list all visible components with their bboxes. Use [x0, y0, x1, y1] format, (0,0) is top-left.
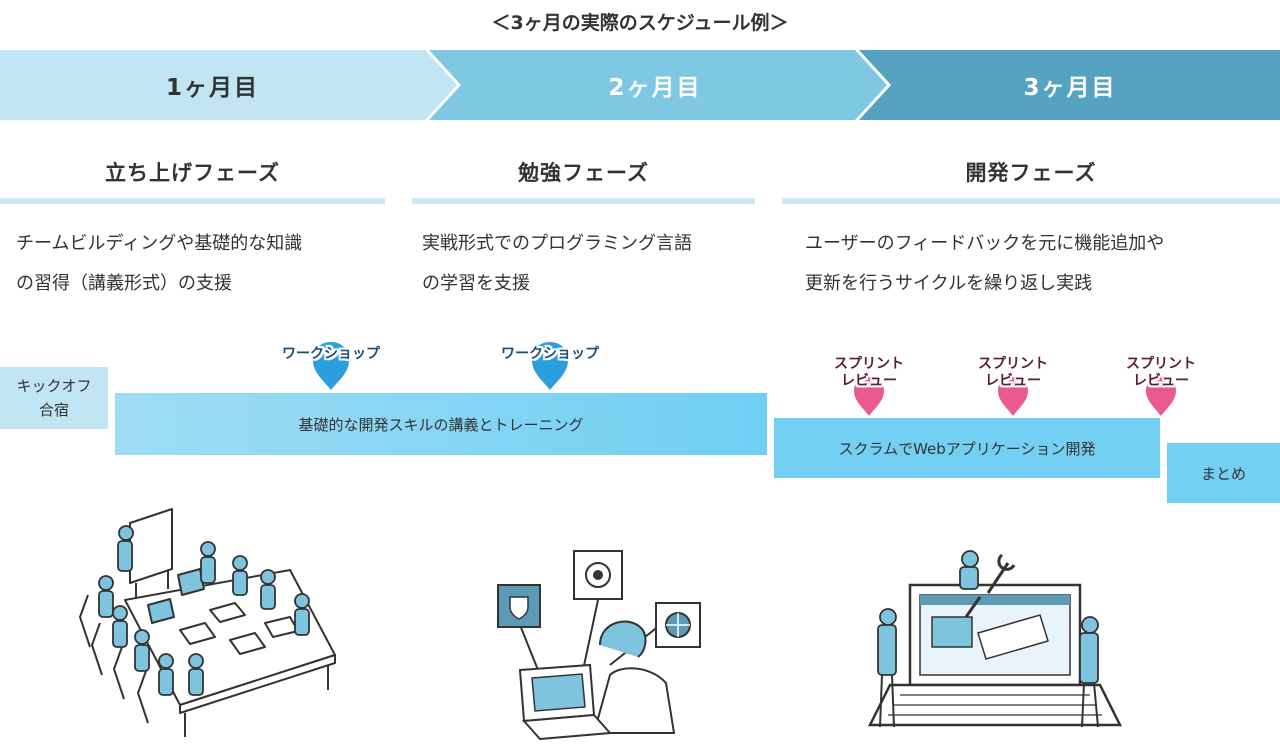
- workshop-label-1: ワークショップ: [282, 346, 380, 362]
- sprint-marker-2: [998, 376, 1028, 416]
- development-illustration: [867, 550, 1123, 728]
- phase-2-desc-line2: の学習を支援: [422, 273, 530, 294]
- summary-label: まとめ: [1200, 464, 1246, 483]
- phase-2-title: 勉強フェーズ: [518, 161, 649, 185]
- phase-1-desc-line2: の習得（講義形式）の支援: [16, 273, 232, 294]
- phase-2-desc-line1: 実戦形式でのプログラミング言語: [422, 233, 692, 254]
- study-illustration: [497, 550, 701, 740]
- month-chevron-bar: [0, 50, 1280, 120]
- phase-3-title: 開発フェーズ: [965, 161, 1097, 185]
- month-1-label: 1ヶ月目: [165, 75, 259, 101]
- scrum-bar: スクラムでWebアプリケーション開発: [774, 418, 1160, 478]
- phase-1-title: 立ち上げフェーズ: [105, 161, 280, 185]
- phase-2-rule: [412, 198, 755, 204]
- sprint-label-2-line2: レビュー: [985, 373, 1041, 389]
- workshop-marker-2: [532, 342, 568, 390]
- phase-1-desc-line1: チームビルディングや基礎的な知識: [16, 233, 303, 254]
- summary-box: まとめ: [1167, 443, 1280, 503]
- month-1-chevron: [0, 50, 457, 120]
- sprint-label-3-line1: スプリント: [1126, 356, 1196, 372]
- phase-2-description: 実戦形式でのプログラミング言語 の学習を支援: [422, 224, 762, 304]
- scrum-label: スクラムでWebアプリケーション開発: [838, 439, 1096, 458]
- sprint-label-1-line1: スプリント: [834, 356, 904, 372]
- kickoff-box: キックオフ 合宿: [0, 367, 108, 429]
- sprint-label-3-line2: レビュー: [1133, 373, 1189, 389]
- sprint-marker-1: [854, 376, 884, 416]
- phase-3-desc-line1: ユーザーのフィードバックを元に機能追加や: [805, 233, 1165, 254]
- training-label: 基礎的な開発スキルの講義とトレーニング: [298, 415, 584, 434]
- sprint-label-3: スプリント レビュー: [1106, 356, 1216, 390]
- sprint-label-2: スプリント レビュー: [958, 356, 1068, 390]
- schedule-title: ＜3ヶ月の実際のスケジュール例＞: [491, 12, 789, 34]
- phase-1-rule: [0, 198, 385, 204]
- sprint-label-2-line1: スプリント: [978, 356, 1048, 372]
- phase-3-desc-line2: 更新を行うサイクルを繰り返し実践: [805, 273, 1093, 294]
- month-3-chevron: [859, 50, 1280, 120]
- phase-3-rule: [782, 198, 1280, 204]
- workshop-marker-1: [313, 342, 349, 390]
- training-bar: 基礎的な開発スキルの講義とトレーニング: [115, 393, 767, 455]
- kickoff-line2: 合宿: [38, 401, 69, 419]
- month-3-label: 3ヶ月目: [1023, 75, 1117, 101]
- phase-1-description: チームビルディングや基礎的な知識 の習得（講義形式）の支援: [16, 224, 386, 304]
- sprint-marker-3: [1146, 376, 1176, 416]
- month-2-label: 2ヶ月目: [608, 75, 702, 101]
- month-2-chevron: [429, 50, 887, 120]
- sprint-label-1: スプリント レビュー: [814, 356, 924, 390]
- phase-3-description: ユーザーのフィードバックを元に機能追加や 更新を行うサイクルを繰り返し実践: [805, 224, 1275, 304]
- kickoff-line1: キックオフ: [16, 377, 92, 395]
- workshop-label-2: ワークショップ: [501, 346, 599, 362]
- sprint-label-1-line2: レビュー: [841, 373, 897, 389]
- meeting-illustration: [78, 508, 336, 737]
